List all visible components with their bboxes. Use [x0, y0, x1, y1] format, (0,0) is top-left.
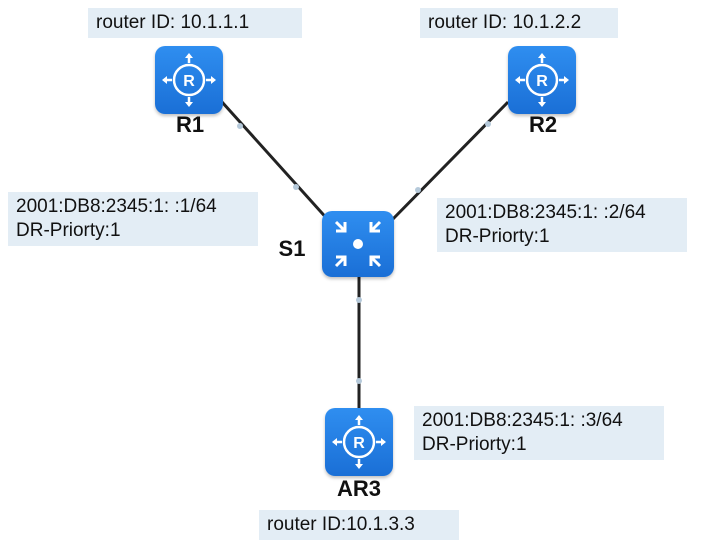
r2-router-id: router ID: 10.1.2.2 [428, 12, 582, 33]
r1-interface-label: 2001:DB8:2345:1: :1/64 DR-Priorty:1 [8, 192, 258, 246]
ar3-router-id-label: router ID:10.1.3.3 [259, 510, 459, 540]
r2-router-id-label: router ID: 10.1.2.2 [420, 8, 618, 38]
r1-dr-priority: DR-Priorty:1 [16, 220, 121, 241]
svg-text:R: R [536, 73, 548, 90]
ar3-router[interactable]: R [325, 408, 393, 476]
link-r1-s1 [220, 100, 332, 224]
r1-ipv6-address: 2001:DB8:2345:1: :1/64 [16, 196, 217, 217]
port-dot [237, 123, 243, 129]
ar3-dr-priority: DR-Priorty:1 [422, 434, 527, 455]
r2-dr-priority: DR-Priorty:1 [445, 226, 550, 247]
r2-interface-label: 2001:DB8:2345:1: :2/64 DR-Priorty:1 [437, 198, 687, 252]
s1-name: S1 [278, 236, 306, 261]
ar3-interface-label: 2001:DB8:2345:1: :3/64 DR-Priorty:1 [414, 406, 664, 460]
ar3-ipv6-address: 2001:DB8:2345:1: :3/64 [422, 410, 623, 431]
r1-router-id-label: router ID: 10.1.1.1 [88, 8, 302, 38]
router-icon: R [162, 53, 216, 107]
r2-router[interactable]: R [508, 46, 576, 114]
port-dot [356, 378, 362, 384]
svg-text:R: R [183, 73, 195, 90]
router-icon: R [515, 53, 569, 107]
port-dot [293, 184, 299, 190]
r2-ipv6-address: 2001:DB8:2345:1: :2/64 [445, 202, 646, 223]
r1-name: R1 [175, 112, 205, 137]
ar3-name: AR3 [336, 476, 381, 501]
r2-name: R2 [528, 112, 558, 137]
switch-icon [334, 220, 382, 268]
port-dot [415, 187, 421, 193]
svg-text:R: R [353, 435, 365, 452]
r1-router-id: router ID: 10.1.1.1 [96, 12, 250, 33]
s1-switch[interactable] [322, 211, 394, 277]
r1-router[interactable]: R [155, 46, 223, 114]
port-dot [485, 121, 491, 127]
port-dot [356, 297, 362, 303]
router-icon: R [332, 415, 386, 469]
ar3-router-id: router ID:10.1.3.3 [267, 514, 415, 535]
